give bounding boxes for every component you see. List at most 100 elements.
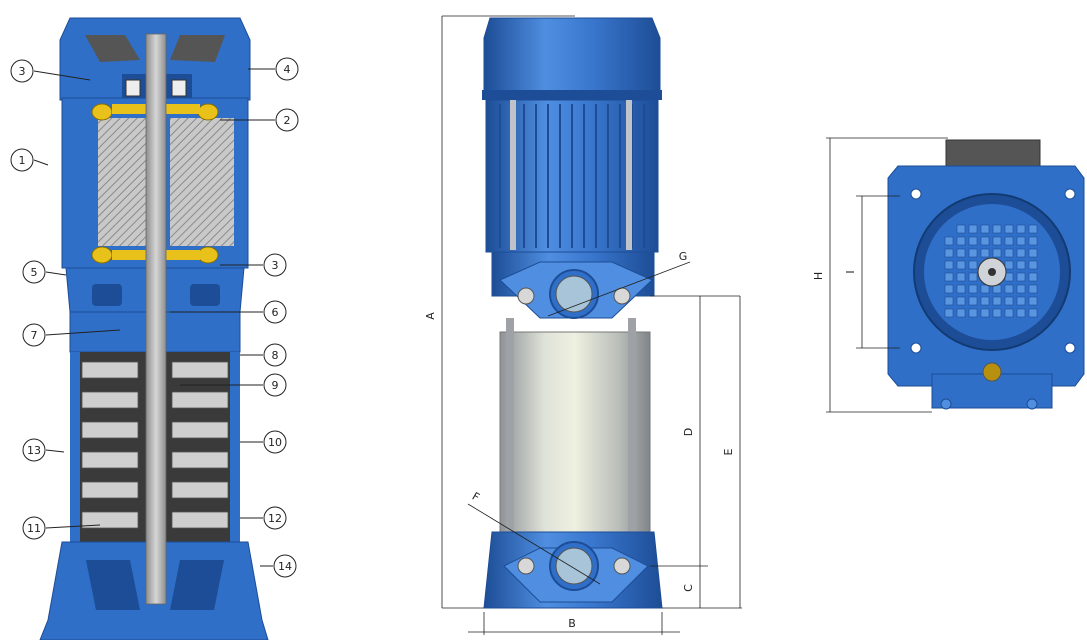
dim-label-F: F	[470, 490, 482, 504]
dim-label-G: G	[679, 250, 688, 263]
callout-13: 13	[22, 438, 65, 462]
svg-text:8: 8	[272, 349, 279, 362]
grille-slot	[980, 296, 990, 306]
grille-slot	[968, 248, 978, 258]
dim-label-B: B	[568, 617, 576, 630]
svg-text:3: 3	[272, 259, 279, 272]
grille-slot	[968, 236, 978, 246]
grille-slot	[1004, 224, 1014, 234]
fan-grille	[944, 224, 1038, 318]
svg-text:2: 2	[284, 114, 291, 127]
svg-text:1: 1	[19, 154, 26, 167]
grille-slot	[980, 284, 990, 294]
grille-slot	[944, 296, 954, 306]
svg-text:12: 12	[268, 512, 282, 525]
callout-2: 2	[220, 108, 299, 132]
front-view-dimension-labels: A B C D E G F	[424, 250, 735, 630]
grille-slot	[1004, 308, 1014, 318]
svg-text:9: 9	[272, 379, 279, 392]
dim-label-H: H	[812, 272, 825, 280]
grille-slot	[1028, 248, 1038, 258]
grille-slot	[956, 296, 966, 306]
top-view-dimensions	[826, 137, 948, 413]
callout-9: 9	[180, 373, 287, 397]
callout-5: 5	[22, 260, 67, 284]
svg-text:13: 13	[27, 444, 41, 457]
callout-14: 14	[260, 554, 297, 578]
dim-label-E: E	[722, 448, 735, 455]
grille-slot	[1016, 260, 1026, 270]
grille-slot	[1028, 296, 1038, 306]
dim-label-C: C	[682, 584, 695, 592]
front-view-dimensions	[441, 15, 742, 635]
callout-12: 12	[240, 506, 287, 530]
grille-slot	[980, 308, 990, 318]
grille-slot	[1016, 224, 1026, 234]
top-view-dimension-labels: H I	[812, 270, 857, 280]
grille-slot	[1004, 284, 1014, 294]
grille-slot	[1028, 284, 1038, 294]
grille-slot	[992, 296, 1002, 306]
callout-10: 10	[240, 430, 287, 454]
svg-text:5: 5	[31, 266, 38, 279]
callout-8: 8	[240, 343, 287, 367]
grille-slot	[1028, 224, 1038, 234]
grille-slot	[944, 248, 954, 258]
svg-text:4: 4	[284, 63, 291, 76]
grille-slot	[944, 236, 954, 246]
callout-6: 6	[170, 300, 287, 324]
callout-1: 1	[10, 148, 49, 172]
callout-3-bottom: 3	[220, 253, 287, 277]
svg-text:7: 7	[31, 329, 38, 342]
grille-slot	[1016, 308, 1026, 318]
svg-text:3: 3	[19, 65, 26, 78]
grille-slot	[1028, 308, 1038, 318]
grille-slot	[968, 284, 978, 294]
dim-label-A: A	[424, 312, 437, 320]
grille-slot	[1016, 296, 1026, 306]
grille-slot	[956, 236, 966, 246]
callout-3-top: 3	[10, 59, 91, 83]
grille-slot	[968, 260, 978, 270]
callout-11: 11	[22, 516, 101, 540]
grille-slot	[944, 260, 954, 270]
front-view	[482, 17, 663, 609]
grille-slot	[992, 248, 1002, 258]
grille-slot	[956, 272, 966, 282]
grille-slot	[968, 296, 978, 306]
grille-slot	[956, 248, 966, 258]
svg-text:6: 6	[272, 306, 279, 319]
svg-text:14: 14	[278, 560, 292, 573]
impeller-stages	[81, 361, 229, 529]
grille-slot	[944, 308, 954, 318]
grille-slot	[968, 272, 978, 282]
grille-slot	[980, 236, 990, 246]
svg-text:10: 10	[268, 436, 282, 449]
top-view	[887, 139, 1085, 410]
grille-slot	[956, 260, 966, 270]
grille-slot	[1028, 236, 1038, 246]
grille-slot	[968, 308, 978, 318]
grille-slot	[992, 224, 1002, 234]
grille-slot	[992, 236, 1002, 246]
dim-label-I: I	[844, 270, 857, 273]
grille-slot	[980, 224, 990, 234]
callout-4: 4	[248, 57, 299, 81]
part-callouts: 3 4 2 1 5 3 6	[10, 57, 299, 578]
callout-7: 7	[22, 323, 121, 347]
grille-slot	[968, 224, 978, 234]
section-view	[39, 17, 269, 640]
grille-slot	[1016, 236, 1026, 246]
grille-slot	[1004, 296, 1014, 306]
grille-slot	[1004, 236, 1014, 246]
grille-slot	[1016, 284, 1026, 294]
grille-slot	[956, 224, 966, 234]
dim-label-D: D	[682, 428, 695, 436]
grille-slot	[944, 272, 954, 282]
grille-slot	[980, 248, 990, 258]
grille-slot	[956, 308, 966, 318]
grille-slot	[1016, 248, 1026, 258]
grille-slot	[944, 284, 954, 294]
grille-slot	[1028, 260, 1038, 270]
